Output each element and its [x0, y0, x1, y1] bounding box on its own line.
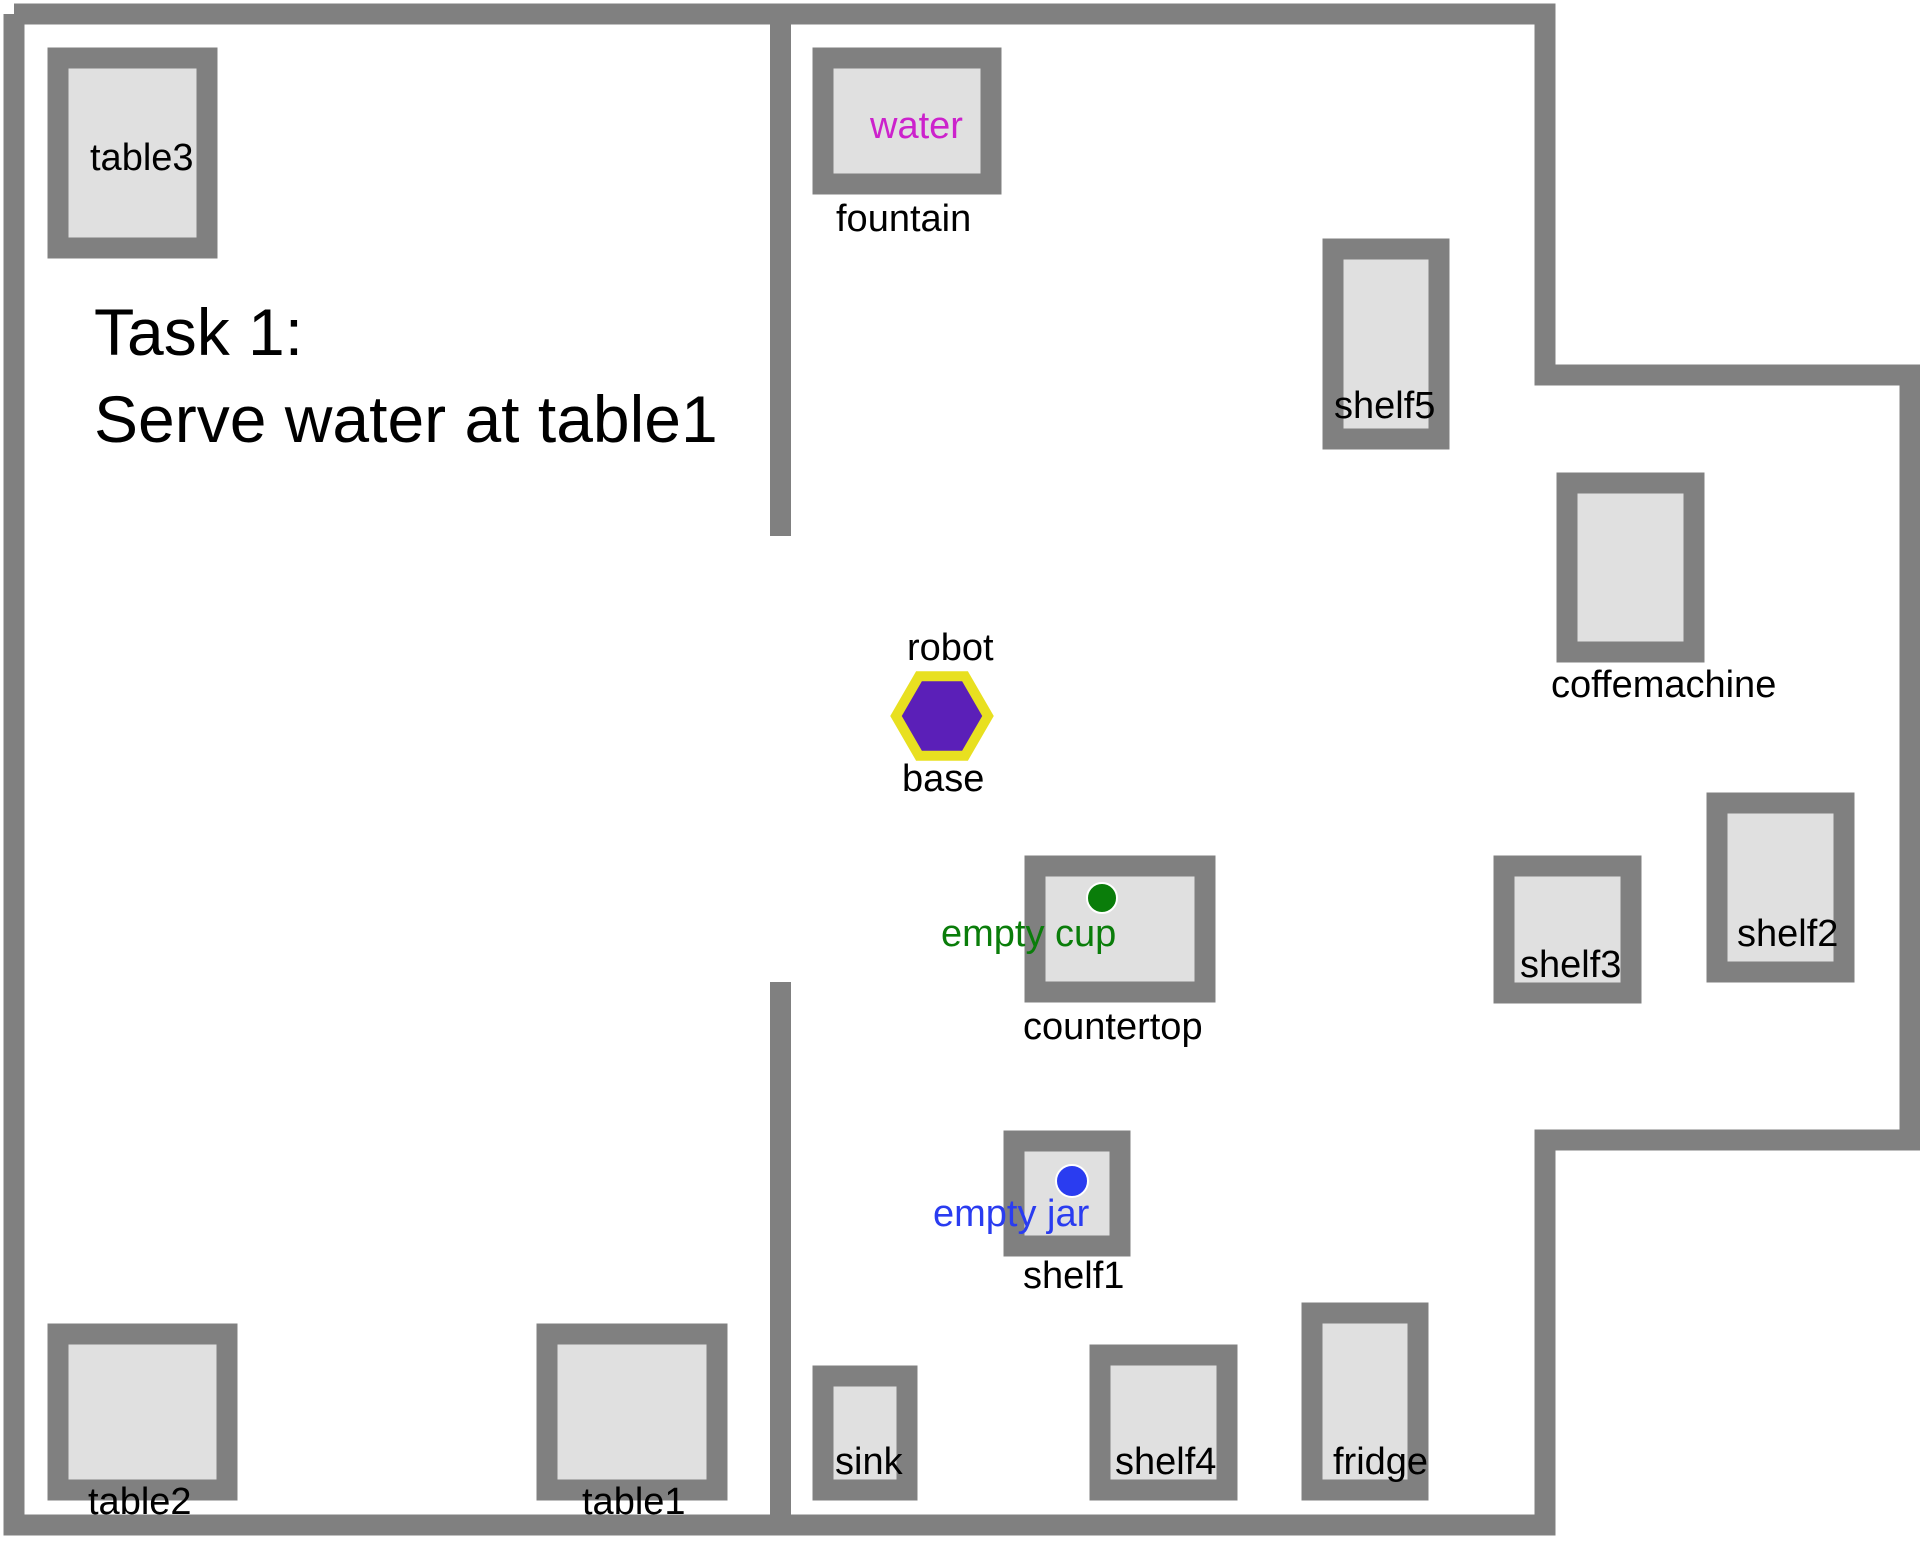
divider-wall-upper	[770, 14, 791, 536]
table2-box	[47, 1323, 238, 1501]
label-fountain: fountain	[836, 198, 971, 240]
shelf1-box	[1003, 1130, 1131, 1257]
label-water: water	[869, 105, 963, 147]
label-base: base	[902, 758, 984, 800]
task-subtitle: Serve water at table1	[94, 382, 718, 456]
empty-cup-marker	[1086, 882, 1118, 914]
label-fridge: fridge	[1333, 1441, 1428, 1483]
task-title: Task 1:	[94, 295, 303, 369]
furniture	[47, 47, 1855, 1501]
label-shelf3: shelf3	[1520, 944, 1621, 986]
labels: table3 water fountain shelf5 coffemachin…	[88, 105, 1838, 1523]
shelf2-box	[1706, 792, 1855, 983]
shelf5-box	[1322, 238, 1450, 450]
label-countertop: countertop	[1023, 1006, 1203, 1048]
shelf4-box	[1089, 1344, 1238, 1501]
label-shelf2: shelf2	[1737, 913, 1838, 955]
coffemachine-box	[1556, 472, 1705, 663]
label-empty-jar: empty jar	[933, 1193, 1090, 1235]
divider-wall-lower	[770, 982, 791, 1525]
label-sink: sink	[835, 1441, 904, 1483]
label-empty-cup: empty cup	[941, 913, 1116, 955]
empty-jar-marker	[1055, 1164, 1089, 1198]
label-shelf1: shelf1	[1023, 1255, 1124, 1297]
label-shelf4: shelf4	[1115, 1441, 1216, 1483]
table3-box	[47, 47, 218, 259]
walls	[3, 3, 1920, 1536]
countertop-box	[1024, 855, 1216, 1003]
label-robot: robot	[907, 627, 994, 669]
table1-box	[536, 1323, 728, 1501]
label-table3: table3	[90, 137, 194, 179]
label-shelf5: shelf5	[1334, 385, 1435, 427]
fridge-box	[1301, 1302, 1429, 1501]
outer-wall	[3, 3, 1920, 1536]
robot-hexagon	[890, 671, 994, 761]
shelf3-box	[1493, 855, 1642, 1004]
fountain-box	[812, 47, 1002, 195]
sink-box	[812, 1365, 918, 1501]
label-table2: table2	[88, 1481, 192, 1523]
label-table1: table1	[582, 1481, 686, 1523]
label-coffemachine: coffemachine	[1551, 664, 1776, 706]
